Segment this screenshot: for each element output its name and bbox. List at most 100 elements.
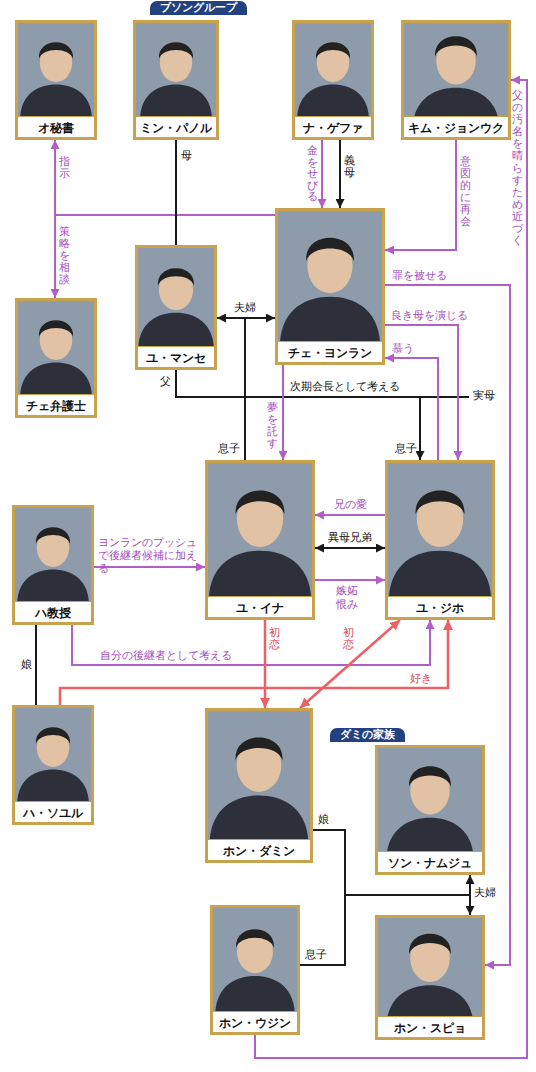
name-strip: ユ・マンセ (138, 346, 214, 367)
portrait-shoulders (209, 551, 311, 597)
portrait-hair (236, 929, 274, 947)
relation-label: 息子 (305, 949, 327, 962)
relation-label: 慕う (392, 343, 414, 356)
portrait-hair (409, 934, 451, 954)
connector-line (315, 514, 385, 516)
portrait-ground (378, 918, 482, 1017)
relation-label: 初恋 (269, 627, 280, 651)
relation-label: 母 (181, 150, 192, 163)
region-heading: ブソングループ (150, 1, 247, 15)
portrait-hair (316, 42, 350, 59)
person-card: ホン・スピョ (375, 915, 485, 1040)
portrait-shoulders (280, 297, 380, 342)
portrait-hair (159, 42, 193, 59)
name-strip: キム・ジョンウク (404, 116, 508, 137)
relation-label: 実母 (473, 390, 495, 403)
relation-label: 娘 (21, 659, 32, 671)
person-card: ユ・マンセ (135, 245, 217, 370)
connector-line (217, 318, 245, 460)
person-name: チェ・ヨンラン (288, 343, 372, 363)
person-card: ミン・パノル (133, 20, 219, 140)
name-strip: ソン・ナムジュ (378, 851, 482, 872)
relation-label: 罪を被せる (392, 270, 447, 283)
portrait-placeholder (404, 23, 508, 117)
person-name: オ秘書 (38, 118, 74, 138)
connector-line (385, 358, 438, 460)
connector-line (315, 547, 385, 549)
name-strip: オ秘書 (18, 116, 94, 137)
portrait-ground (136, 23, 216, 117)
portrait-ground (15, 708, 91, 802)
portrait-shoulders (386, 818, 473, 852)
portrait-hair (435, 36, 477, 56)
name-strip: ホン・スピョ (378, 1016, 482, 1037)
portrait-ground (388, 463, 492, 597)
person-name: ソン・ナムジュ (388, 853, 472, 873)
portrait-hair (36, 527, 70, 544)
name-strip: ホン・ウジン (213, 1011, 297, 1032)
relation-label: 息子 (395, 443, 417, 456)
name-strip: ユ・ジホ (388, 596, 492, 617)
relation-label: 夫婦 (474, 887, 496, 900)
group-region: ブソングループオ秘書ミン・パノルナ・ゲファユ・マンセチェ・ヨンランチェ弁護士 (5, 8, 391, 440)
person-card: ソン・ナムジュ (375, 745, 485, 875)
portrait-hair (36, 727, 70, 744)
portrait-ground (378, 748, 482, 852)
portrait-head (160, 43, 192, 82)
portrait-placeholder (138, 248, 214, 347)
portrait-placeholder (208, 463, 312, 597)
portrait-ground (404, 23, 508, 117)
person-name: ユ・マンセ (146, 348, 206, 368)
name-strip: ユ・イナ (208, 596, 312, 617)
portrait-shoulders (138, 313, 214, 347)
region-heading: ダミの家族 (330, 728, 405, 742)
portrait-ground (15, 508, 91, 602)
portrait-placeholder (213, 908, 297, 1012)
portrait-ground (18, 23, 94, 117)
portrait-placeholder (378, 918, 482, 1017)
connector-line (282, 365, 284, 460)
name-strip: ハ教授 (15, 601, 91, 622)
relation-label: 息子 (218, 443, 240, 456)
stub-line (420, 396, 469, 398)
portrait-hair (158, 268, 194, 286)
portrait-ground (138, 248, 214, 347)
person-name: ユ・ジホ (416, 598, 464, 618)
relation-label: 夫婦 (234, 302, 256, 315)
connector-line (385, 140, 456, 250)
person-card: チェ弁護士 (15, 298, 97, 418)
portrait-head (317, 43, 349, 82)
person-name: ハ・ソユル (23, 803, 83, 823)
portrait-shoulders (215, 976, 294, 1012)
relation-label: ヨンランのプッシュで後継者候補に加える (98, 536, 205, 575)
portrait-placeholder (15, 508, 91, 602)
portrait-shoulders (386, 985, 473, 1017)
person-card: チェ・ヨンラン (275, 208, 385, 365)
person-card: ハ・ソユル (12, 705, 94, 825)
relation-label: 父の汚名を晴らすため近づく (512, 90, 523, 247)
portrait-shoulders (140, 85, 212, 117)
person-card: ナ・ゲファ (292, 20, 374, 140)
name-strip: ホン・ダミン (208, 839, 310, 860)
portrait-placeholder (18, 301, 94, 395)
portrait-shoulders (17, 570, 89, 602)
relation-label: 自分の後継者として考える (100, 650, 232, 663)
portrait-hair (306, 238, 354, 261)
portrait-placeholder (18, 23, 94, 117)
portrait-placeholder (295, 23, 371, 117)
connector-line (176, 370, 420, 460)
relation-label: 金をせびる (307, 145, 318, 203)
relation-label: 娘 (318, 814, 329, 827)
portrait-placeholder (15, 708, 91, 802)
relation-label: 次期会長として考える (290, 381, 400, 394)
connector-line (175, 140, 177, 245)
person-name: ホン・ダミン (223, 841, 295, 861)
connector-line (385, 285, 510, 965)
person-card: ユ・イナ (205, 460, 315, 620)
person-card: ホン・ダミン (205, 708, 313, 863)
portrait-hair (409, 766, 451, 786)
portrait-ground (295, 23, 371, 117)
portrait-placeholder (136, 23, 216, 117)
portrait-head (37, 728, 69, 767)
